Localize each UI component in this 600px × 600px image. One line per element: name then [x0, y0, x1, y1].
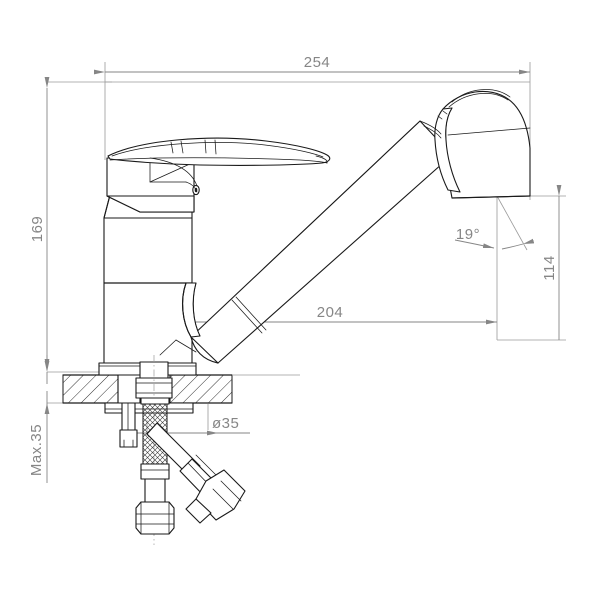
leader-lines	[159, 339, 197, 356]
overall-height-label: 169	[29, 216, 46, 243]
spray-head-angle-dimension: 19°	[454, 195, 535, 251]
lever-handle	[107, 137, 331, 193]
spout-height-label: 114	[541, 255, 558, 280]
overall-height-dimension: 169	[29, 77, 50, 370]
flexible-braided-hose	[135, 397, 175, 535]
pull-out-spout-arm	[181, 120, 453, 364]
deck-thickness-label: Max.35	[28, 424, 45, 476]
overall-width-dimension: 254	[94, 54, 530, 75]
spout-height-dimension: 114	[541, 185, 562, 340]
faucet-body	[98, 157, 200, 376]
deck-thickness-dimension: Max.35	[28, 355, 50, 483]
spray-angle-label: 19°	[456, 226, 480, 243]
diagonal-outlet-fitting	[146, 422, 246, 524]
spout-reach-dimension: 204	[137, 304, 497, 325]
mounting-hole-label: ø35	[212, 415, 239, 432]
spout-reach-label: 204	[317, 304, 344, 321]
overall-width-label: 254	[304, 54, 331, 71]
spray-head	[419, 89, 531, 199]
countertop-deck-section	[62, 374, 300, 404]
